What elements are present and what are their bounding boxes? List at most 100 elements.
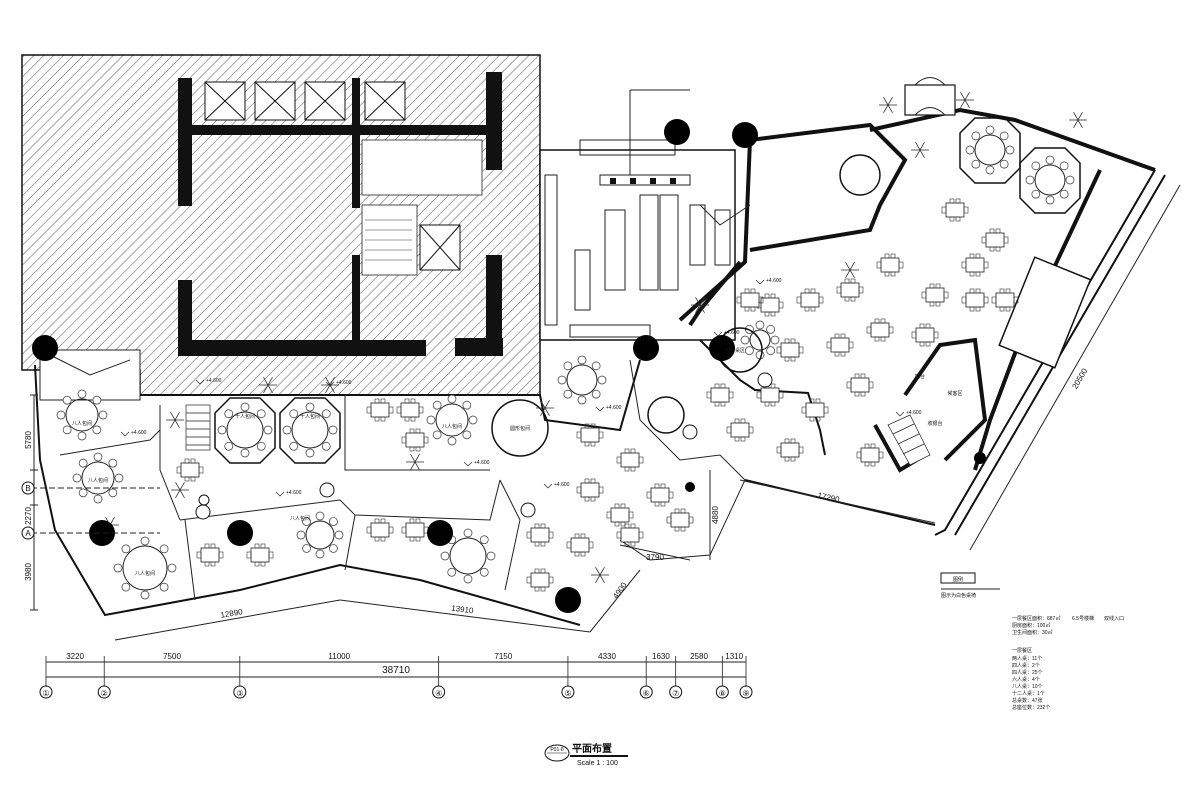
chair (159, 582, 169, 592)
square-table (805, 402, 825, 418)
chair (590, 441, 596, 447)
axis-bubble (432, 685, 446, 699)
edge-dim-6: 17290 (817, 491, 841, 505)
plant (849, 269, 855, 278)
chair (844, 278, 850, 284)
chair (660, 483, 666, 489)
chair (654, 483, 660, 489)
plant (599, 574, 605, 583)
square-table (570, 537, 590, 553)
chair (975, 253, 981, 259)
room-tag: 候客区 (947, 390, 962, 397)
chair (93, 494, 103, 504)
chair (432, 400, 442, 410)
chair (597, 375, 607, 385)
square-table (670, 512, 690, 528)
chair (991, 296, 997, 304)
chair (479, 535, 489, 545)
chair (1059, 161, 1069, 171)
chair (740, 418, 746, 424)
bay-dimension: 7500 (163, 652, 181, 661)
chair (706, 391, 712, 399)
seat-summary-row: 四人桌：2个 (1012, 662, 1040, 669)
chair (576, 431, 582, 439)
chair (935, 283, 941, 289)
chair (834, 333, 840, 339)
chair (876, 261, 882, 269)
chair (409, 446, 415, 452)
square-table (915, 327, 935, 343)
plant (695, 297, 701, 306)
plant (414, 454, 420, 463)
chair (628, 511, 634, 519)
chair (184, 458, 190, 464)
plant (544, 400, 550, 409)
chair (810, 288, 816, 294)
square-table (985, 232, 1005, 248)
plant (174, 419, 180, 428)
plant (1073, 119, 1079, 128)
room-tag: 八人包间 (88, 477, 108, 484)
chair (858, 286, 864, 294)
chair (804, 288, 810, 294)
chair (925, 341, 931, 347)
square-table (650, 487, 670, 503)
chair (423, 436, 429, 444)
square-table (620, 452, 640, 468)
chair (1045, 155, 1055, 165)
room-tags: 八人包间八人包间八人包间十人包间十人包间八人包间八人包间圆形包间四人桌区吧台候客… (72, 347, 963, 577)
square-table (370, 522, 390, 538)
octagon-private-rooms (214, 117, 1081, 464)
chair (766, 325, 775, 334)
chair (963, 206, 969, 214)
chair (999, 131, 1009, 141)
chair (440, 551, 450, 561)
square-table (405, 432, 425, 448)
chair (660, 501, 666, 507)
elevation-marker (120, 431, 130, 437)
chair (591, 361, 601, 371)
chair (254, 561, 260, 567)
chair (374, 416, 380, 422)
bay-dimension: 3220 (66, 652, 84, 661)
chair (1003, 236, 1009, 244)
plant (887, 97, 893, 106)
chair (588, 541, 594, 549)
chair (740, 436, 746, 442)
plant (595, 567, 601, 576)
elevation-tags: +4.600+4.600+4.600+4.600+4.600+4.600+4.6… (120, 278, 922, 497)
room-tag: 收银台 (927, 420, 942, 427)
chair (919, 323, 925, 329)
chair (1025, 175, 1035, 185)
chair (776, 346, 782, 354)
chair (409, 518, 415, 524)
plant (915, 149, 921, 158)
chair (1031, 161, 1041, 171)
chair (815, 416, 821, 422)
chair (666, 516, 672, 524)
bay-dimension: 1310 (725, 652, 743, 661)
plant (263, 377, 269, 386)
chair (62, 395, 72, 405)
elevation-label: +4.600 (906, 410, 922, 416)
chair (388, 526, 394, 534)
chair (734, 418, 740, 424)
chair (176, 466, 182, 474)
chair (929, 283, 935, 289)
chair (380, 536, 386, 542)
chair (614, 503, 620, 509)
plant (849, 262, 855, 271)
chair (756, 391, 762, 399)
round-table (435, 403, 469, 437)
chair (854, 373, 860, 379)
plant (175, 489, 181, 498)
sheet-scale: Scale 1 : 100 (577, 760, 618, 767)
plant (325, 384, 331, 393)
legend-badge: 图例 (953, 576, 963, 583)
chair (846, 381, 852, 389)
chair (995, 228, 1001, 234)
area-note-1: 一层餐区面积：687㎡ (1012, 615, 1060, 622)
seat-summary-row: 两人桌：11个 (1012, 655, 1042, 662)
chair (574, 533, 580, 539)
